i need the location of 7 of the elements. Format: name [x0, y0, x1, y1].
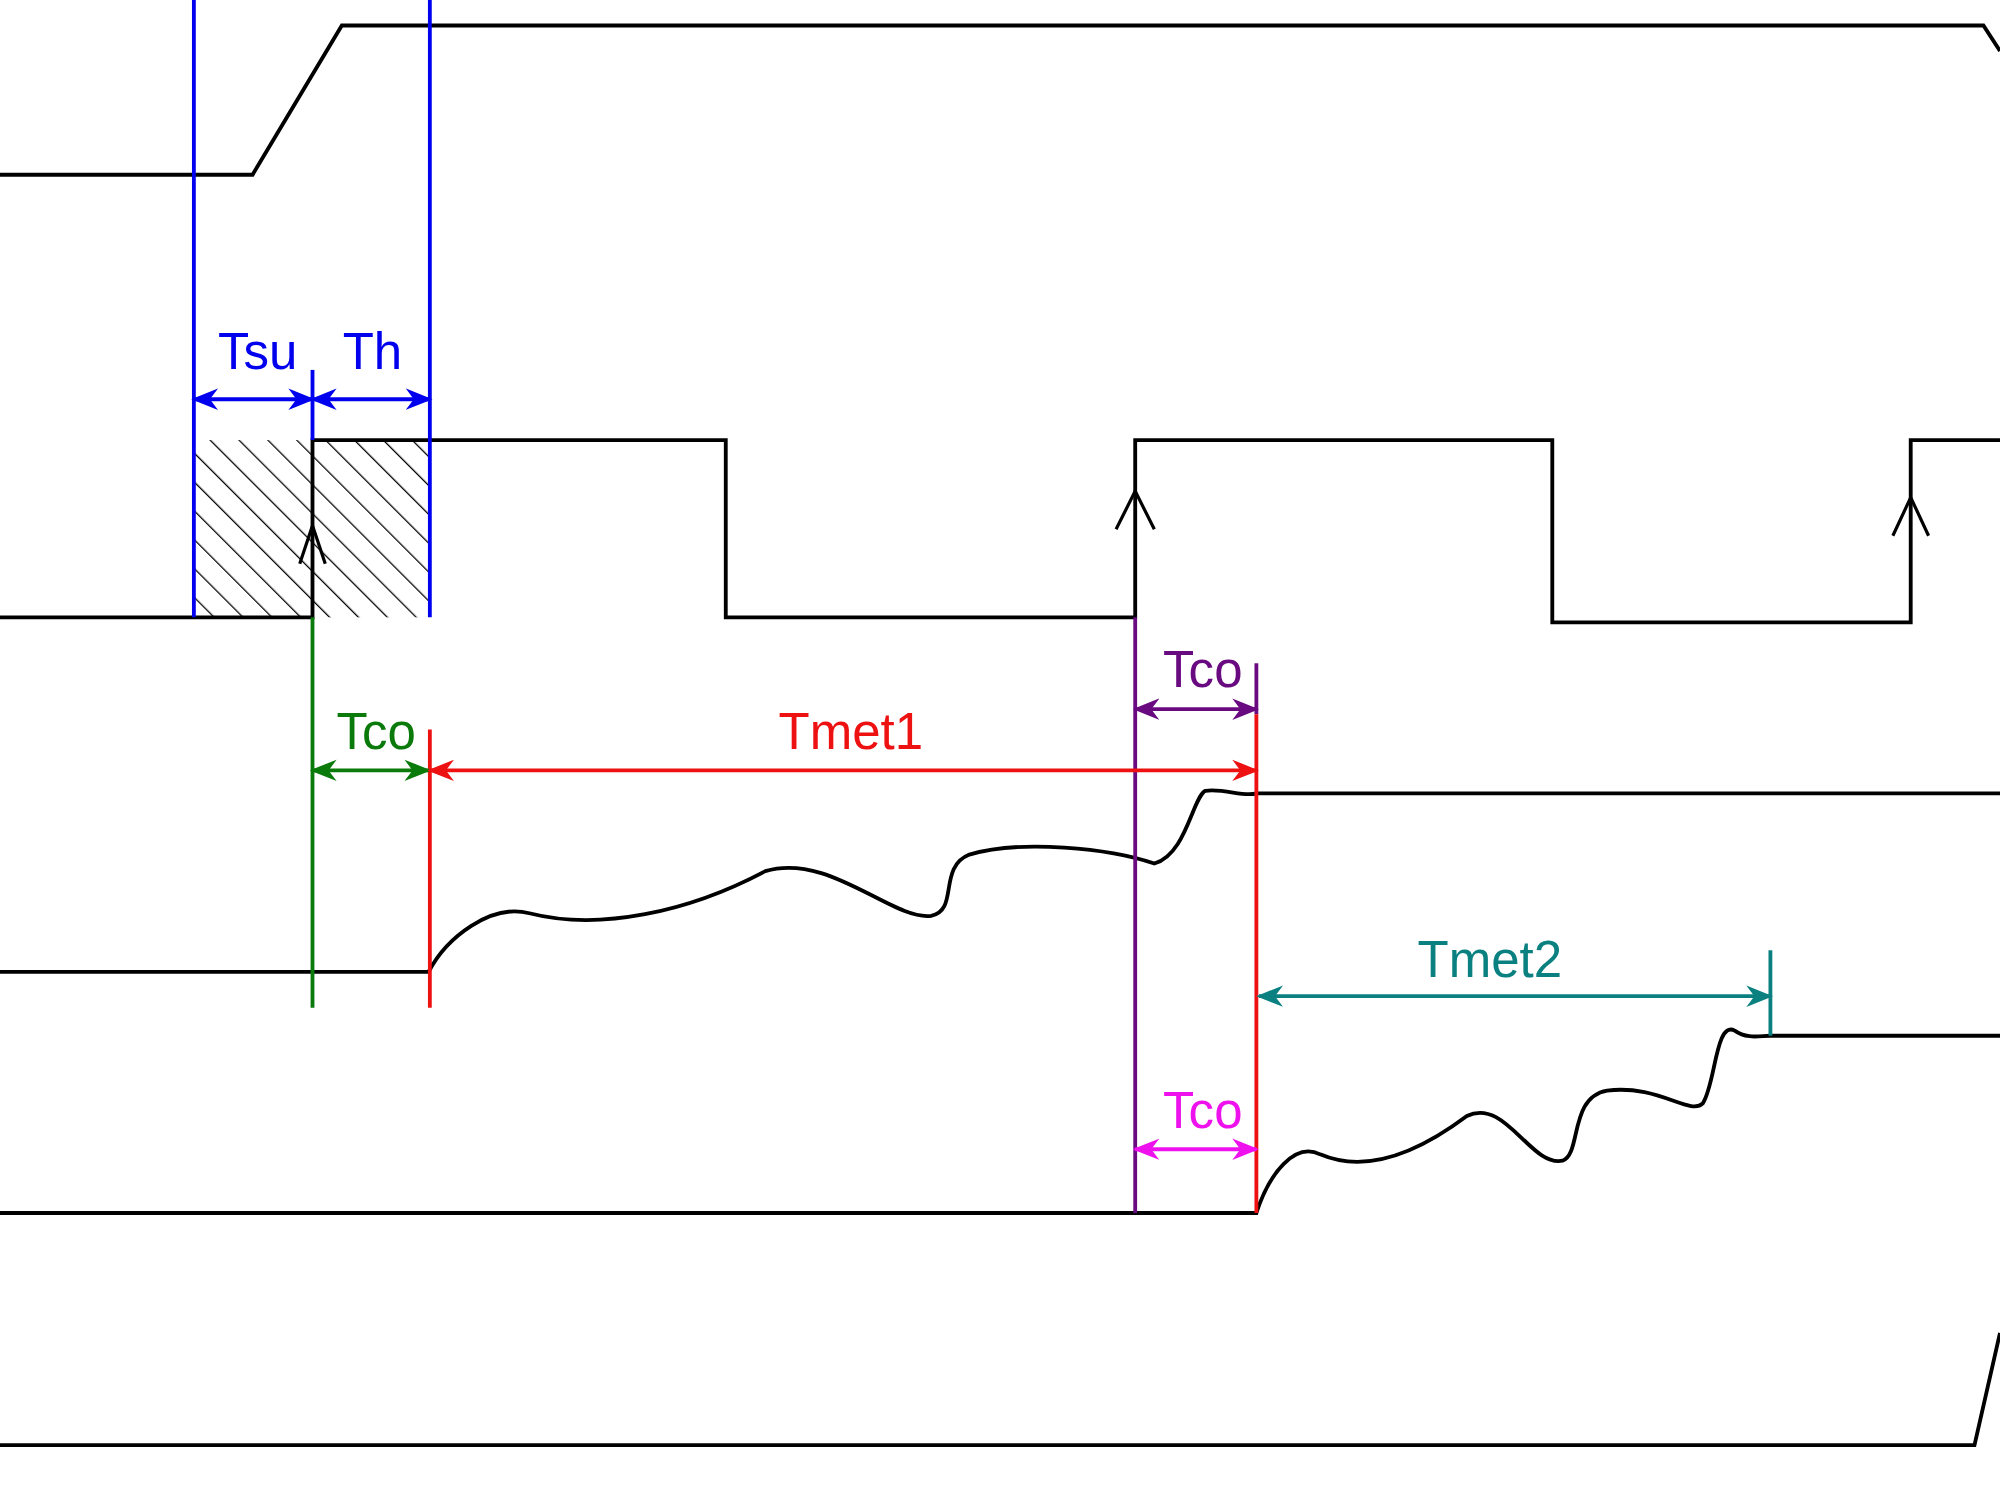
timing-label: Tco — [1163, 644, 1243, 696]
timing-label: Th — [342, 325, 403, 377]
timing-label: Tmet1 — [778, 705, 924, 757]
timing-label: Tco — [1163, 1084, 1243, 1136]
timing-label: Tsu — [217, 325, 298, 377]
timing-label: Tmet2 — [1417, 933, 1563, 985]
timing-label: Tco — [336, 705, 416, 757]
